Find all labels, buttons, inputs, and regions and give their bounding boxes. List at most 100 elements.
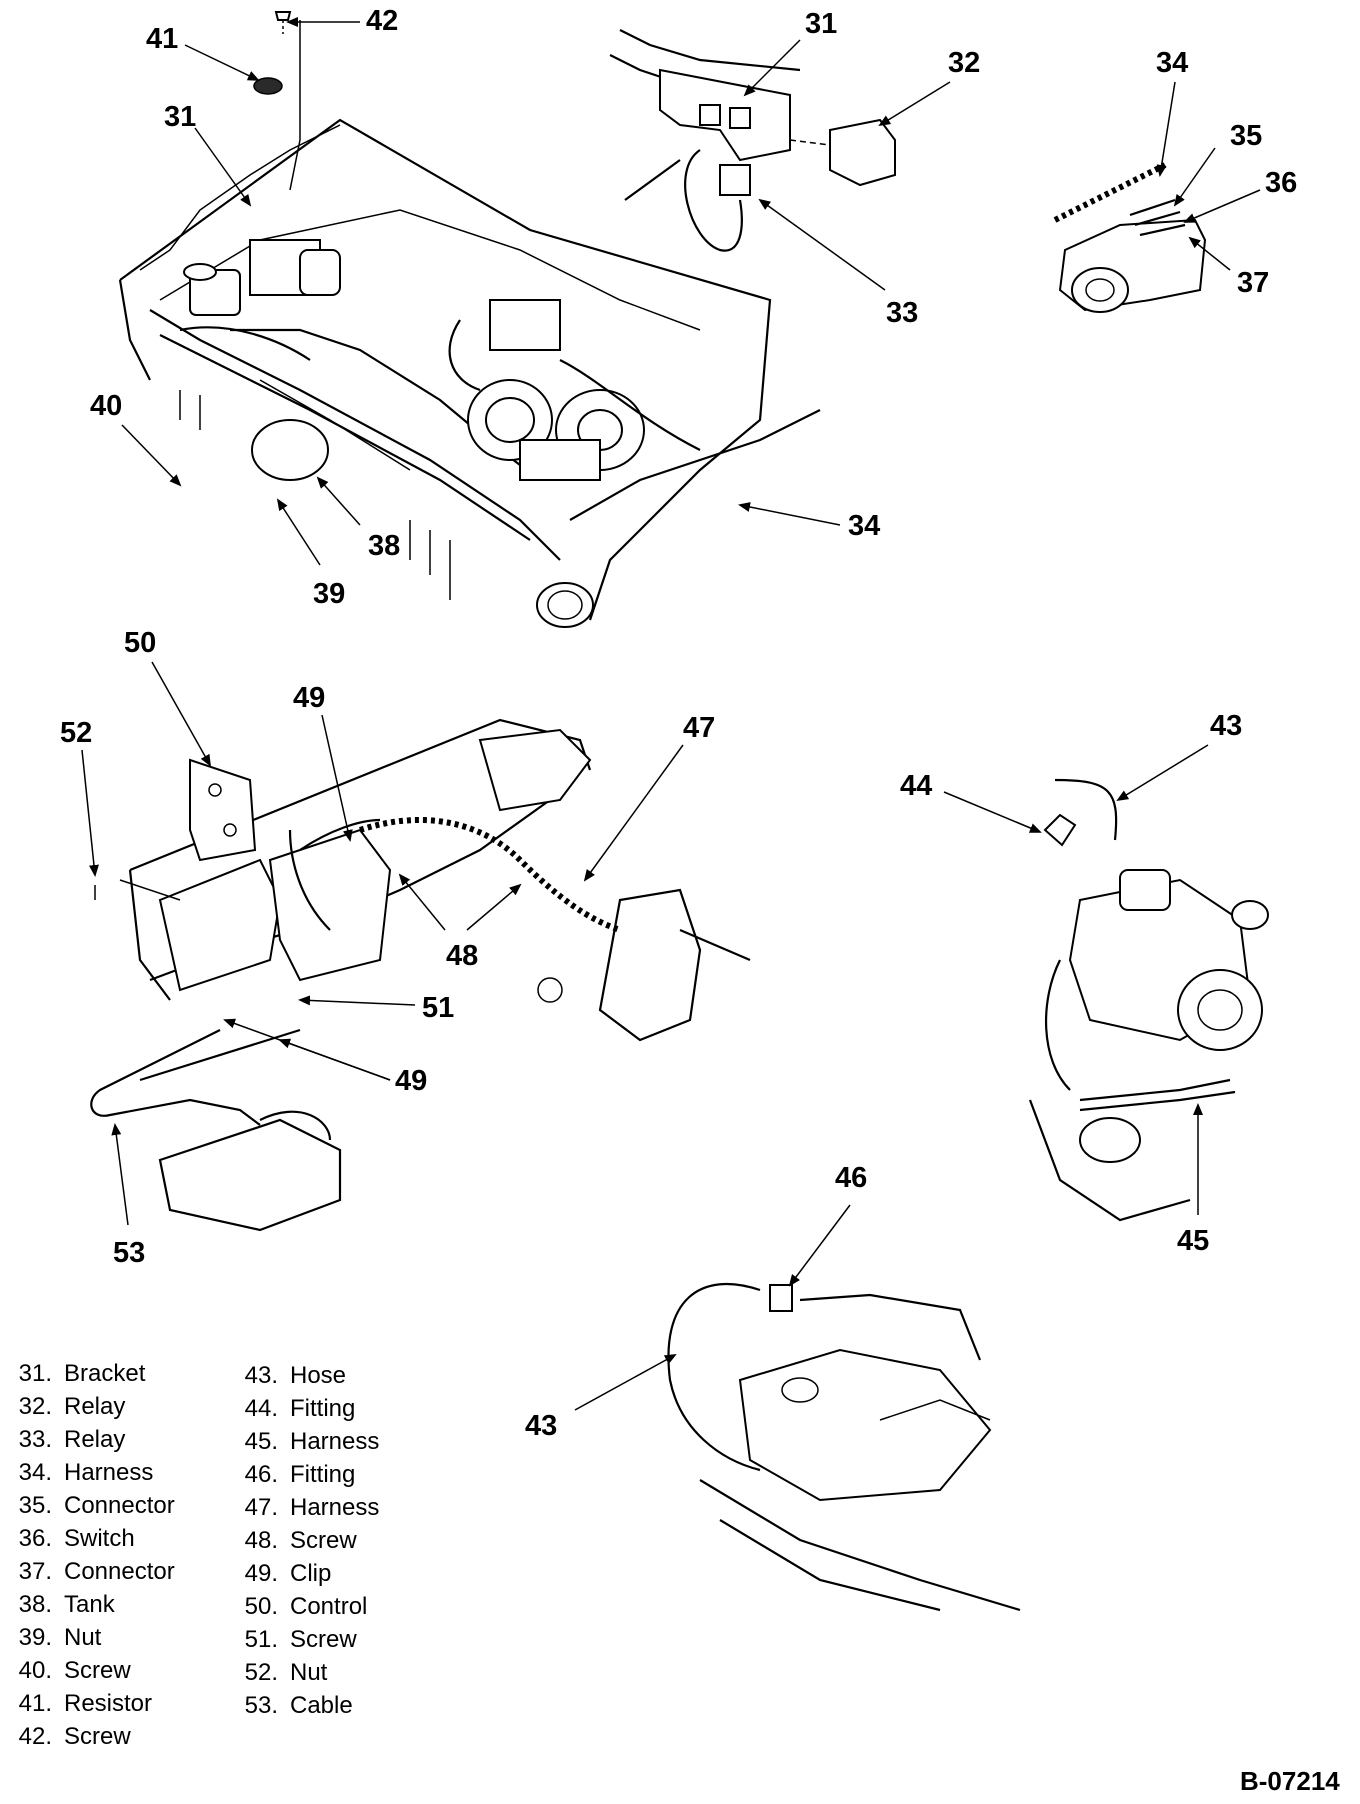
legend-item-label: Screw <box>64 1723 131 1750</box>
callout-labels: 42 41 31 40 38 39 34 31 32 33 34 35 36 3… <box>60 5 1297 1442</box>
legend-item-label: Bracket <box>64 1360 146 1387</box>
legend-item: 35. Connector <box>6 1489 175 1522</box>
legend-item-number: 53. <box>244 1692 278 1719</box>
callout-39: 39 <box>313 578 345 610</box>
callout-41: 41 <box>146 23 178 55</box>
legend-item-number: 44. <box>244 1395 278 1422</box>
legend-item: 34. Harness <box>6 1456 175 1489</box>
vacuum-tank <box>251 419 329 481</box>
callout-43a: 43 <box>1210 710 1242 742</box>
cable-53 <box>90 1029 261 1126</box>
legend-item-number: 34. <box>18 1459 52 1486</box>
callout-48: 48 <box>446 940 478 972</box>
legend-item: 33. Relay <box>6 1423 175 1456</box>
legend-item-label: Control <box>290 1593 368 1620</box>
legend-item-number: 42. <box>18 1723 52 1750</box>
legend-item-number: 39. <box>18 1624 52 1651</box>
legend-item-label: Cable <box>290 1692 353 1719</box>
callout-49b: 49 <box>395 1065 427 1097</box>
fitting-44 <box>1043 813 1077 847</box>
legend-item-number: 35. <box>18 1492 52 1519</box>
callout-45: 45 <box>1177 1225 1209 1257</box>
legend-item-label: Fitting <box>290 1461 356 1488</box>
callout-38: 38 <box>368 530 400 562</box>
compressor <box>467 299 645 481</box>
legend-item-number: 43. <box>244 1362 278 1389</box>
legend-item: 43.Hose <box>232 1359 379 1392</box>
callout-50: 50 <box>124 627 156 659</box>
relay-33 <box>719 164 751 196</box>
legend-item: 39. Nut <box>6 1621 175 1654</box>
legend-item: 45. Harness <box>232 1425 380 1458</box>
hose-43a <box>1054 778 1118 841</box>
callout-31a: 31 <box>164 101 196 133</box>
callout-51: 51 <box>422 992 454 1024</box>
legend-item: 49. Clip <box>232 1557 379 1590</box>
callout-46: 46 <box>835 1162 867 1194</box>
legend-item-label: Harness <box>64 1459 154 1486</box>
legend-item-number: 37. <box>18 1558 52 1585</box>
legend-item-label: Switch <box>64 1525 135 1552</box>
leader-lines <box>81 17 1261 1411</box>
engine-compartment-view <box>118 20 821 628</box>
callout-34a: 34 <box>1156 47 1188 79</box>
callout-35: 35 <box>1230 120 1262 152</box>
legend-item: 32. Relay <box>6 1390 175 1423</box>
legend-item: 51.Screw <box>232 1623 379 1656</box>
legend-item-label: Resistor <box>64 1690 153 1717</box>
legend-item-label: Fitting <box>290 1395 356 1422</box>
intake-manifold-view <box>667 1282 1021 1612</box>
legend-item: 31. Bracket <box>6 1357 175 1390</box>
dash-panel-view <box>90 718 751 1232</box>
legend-item-number: 50. <box>244 1593 278 1620</box>
callout-40: 40 <box>90 390 122 422</box>
legend-item-label: Nut <box>64 1624 102 1651</box>
callout-44: 44 <box>900 770 932 802</box>
legend-item-label: Relay <box>64 1393 126 1420</box>
legend-item-number: 31. <box>18 1360 52 1387</box>
callout-37: 37 <box>1237 267 1269 299</box>
legend-item-label: Harness <box>290 1428 380 1455</box>
legend-item-label: Harness <box>290 1494 380 1521</box>
legend-item-number: 32. <box>18 1393 52 1420</box>
legend-item-number: 46. <box>244 1461 278 1488</box>
callout-43b: 43 <box>525 1410 557 1442</box>
legend-item-label: Connector <box>64 1558 175 1585</box>
legend-item-label: Nut <box>290 1659 328 1686</box>
legend-item-number: 33. <box>18 1426 52 1453</box>
callout-53: 53 <box>113 1237 145 1269</box>
legend-item: 50. Control <box>232 1590 379 1623</box>
callout-49a: 49 <box>293 682 325 714</box>
callout-36: 36 <box>1265 167 1297 199</box>
legend-item-number: 45. <box>244 1428 278 1455</box>
legend-item-label: Relay <box>64 1426 126 1453</box>
callout-31b: 31 <box>805 8 837 40</box>
resistor-41 <box>253 77 283 95</box>
parts-legend-left: 31. Bracket 32. Relay 33. Relay 34. Harness 35. C… <box>6 1357 175 1753</box>
legend-item-number: 48. <box>244 1527 278 1554</box>
legend-item: 37. Connector <box>6 1555 175 1588</box>
legend-item-number: 47. <box>244 1494 278 1521</box>
engine-hose-view <box>1028 778 1269 1222</box>
legend-item: 53. Cable <box>232 1689 379 1722</box>
callout-47: 47 <box>683 712 715 744</box>
screw-42 <box>274 11 292 21</box>
callout-33: 33 <box>886 297 918 329</box>
switch-connector-detail <box>1053 162 1207 313</box>
legend-item-number: 49. <box>244 1560 278 1587</box>
legend-item: 48.Screw <box>232 1524 379 1557</box>
legend-item-number: 36. <box>18 1525 52 1552</box>
figure-code: B-07214 <box>1240 1766 1340 1796</box>
legend-item-number: 51. <box>244 1626 278 1653</box>
legend-item: 38.Tank <box>6 1588 175 1621</box>
legend-item-number: 41. <box>18 1690 52 1717</box>
legend-item-number: 52. <box>244 1659 278 1686</box>
legend-item-label: Clip <box>290 1560 332 1587</box>
legend-item-label: Connector <box>64 1492 175 1519</box>
legend-item: 40.Screw <box>6 1654 175 1687</box>
legend-item: 52. Nut <box>232 1656 379 1689</box>
legend-item-label: Screw <box>64 1657 131 1684</box>
legend-item: 44. Fitting <box>232 1392 379 1425</box>
callout-42: 42 <box>366 5 398 37</box>
